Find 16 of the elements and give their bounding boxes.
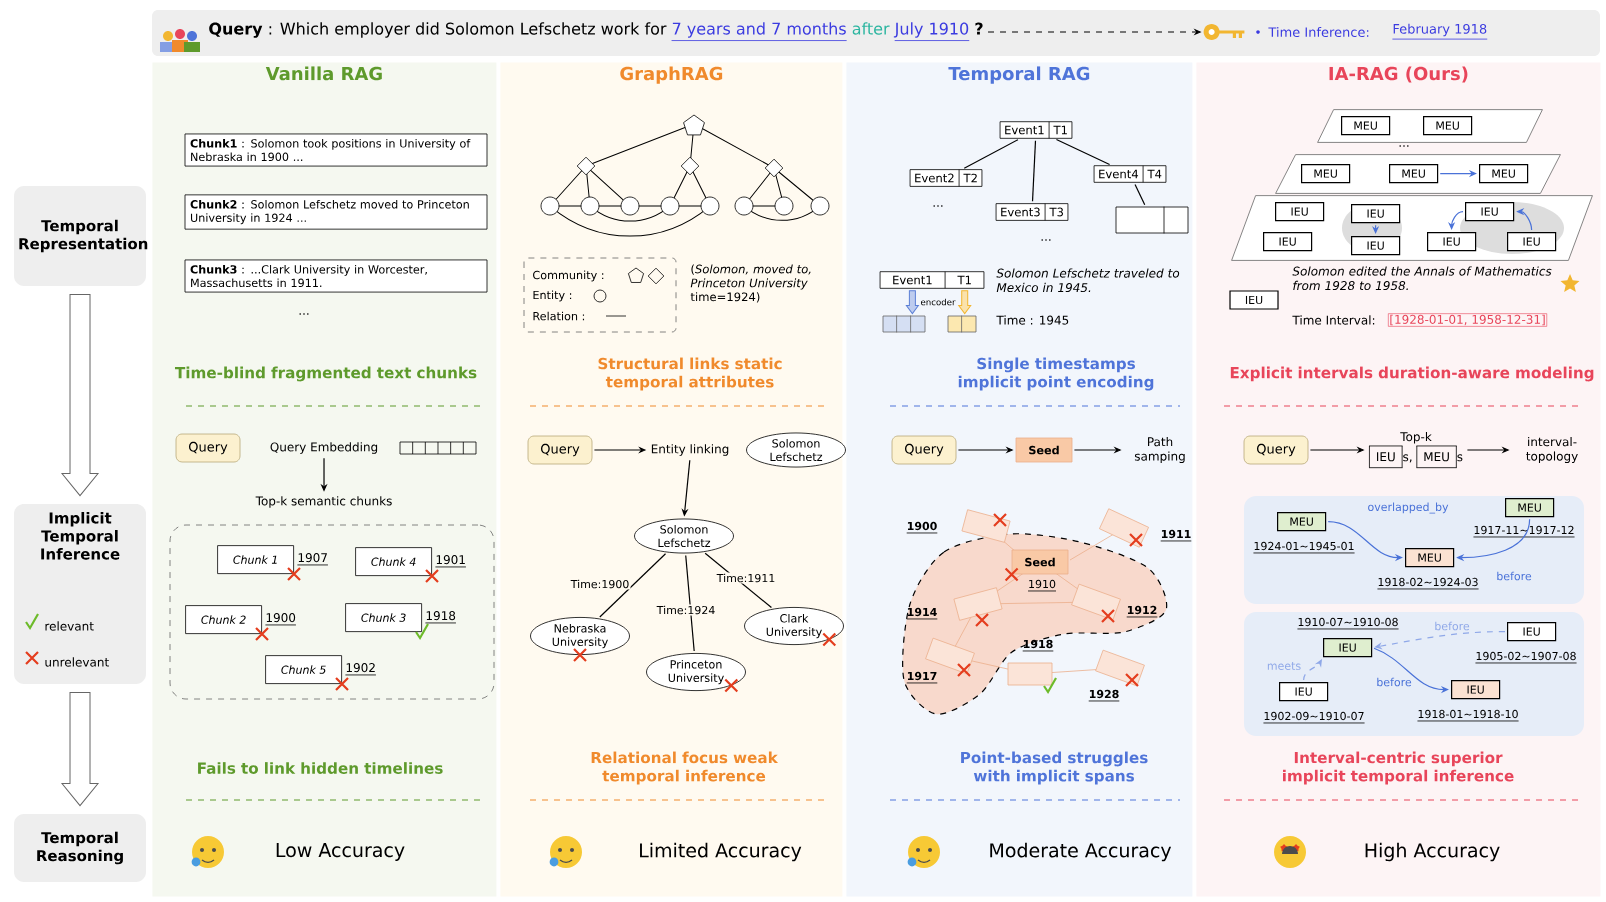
embedding-bar	[947, 315, 977, 333]
arrow	[1372, 224, 1380, 234]
accuracy-text: Limited Accuracy	[640, 842, 802, 862]
accuracy-text: Low Accuracy	[276, 843, 405, 861]
embedding-bar	[882, 315, 926, 333]
empty-record-box	[1115, 206, 1189, 234]
block-arrow	[958, 290, 972, 315]
block-arrow	[61, 293, 99, 497]
dashed-frame	[169, 524, 495, 700]
arrow	[1448, 211, 1464, 230]
accuracy-text: High Accuracy	[1365, 842, 1500, 862]
key-icon	[1203, 24, 1246, 40]
block-arrow	[61, 691, 99, 807]
query-text: Query : Which employer did Solomon Lefschetz work for 7 years and 7 months after July 1910 ?	[209, 22, 983, 41]
accuracy-text: Moderate Accuracy	[990, 842, 1172, 862]
block-arrow	[905, 290, 919, 315]
